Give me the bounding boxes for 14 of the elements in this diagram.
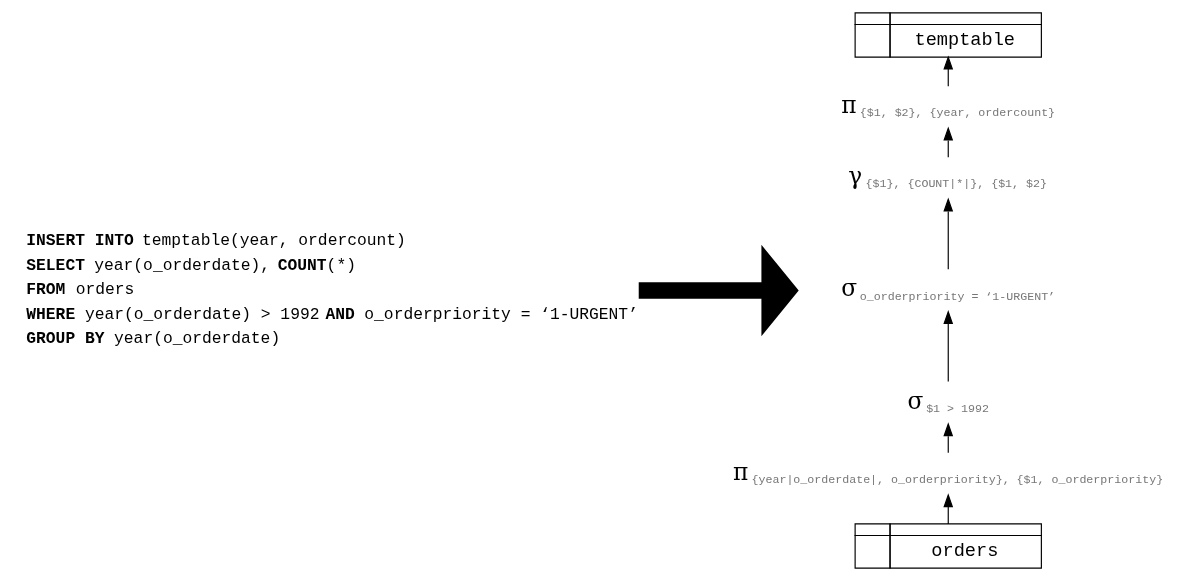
node-text: σ: [841, 274, 858, 302]
node-text: INSERT INTO temptable(year, ordercount) SELECT year(o_orderdate), COUNT(*) FROM orders WHERE year(o_orderdate) > 1992 AND o_orderpriority = ‘1-URGENT’ GROUP BY year(o_orderdate): [26, 231, 638, 349]
node-text: π: [841, 90, 857, 118]
node-text: σ: [907, 386, 924, 414]
node-label: {year|o_orderdate|, o_orderpriority}, {$1, o_orderpriority}: [751, 473, 1164, 487]
node-label: $1 > 1992: [926, 402, 989, 416]
node-text: π: [732, 457, 749, 485]
arrow: [638, 244, 799, 337]
arrow: [943, 309, 954, 383]
node-label: {$1, $2}, {year, ordercount}: [859, 106, 1056, 120]
arrow: [943, 197, 954, 270]
node-text: γ: [848, 161, 863, 189]
node-label: o_orderpriority = ‘1-URGENT’: [859, 289, 1056, 303]
node-label: {$1}, {COUNT|*|}, {$1, $2}: [865, 177, 1047, 191]
